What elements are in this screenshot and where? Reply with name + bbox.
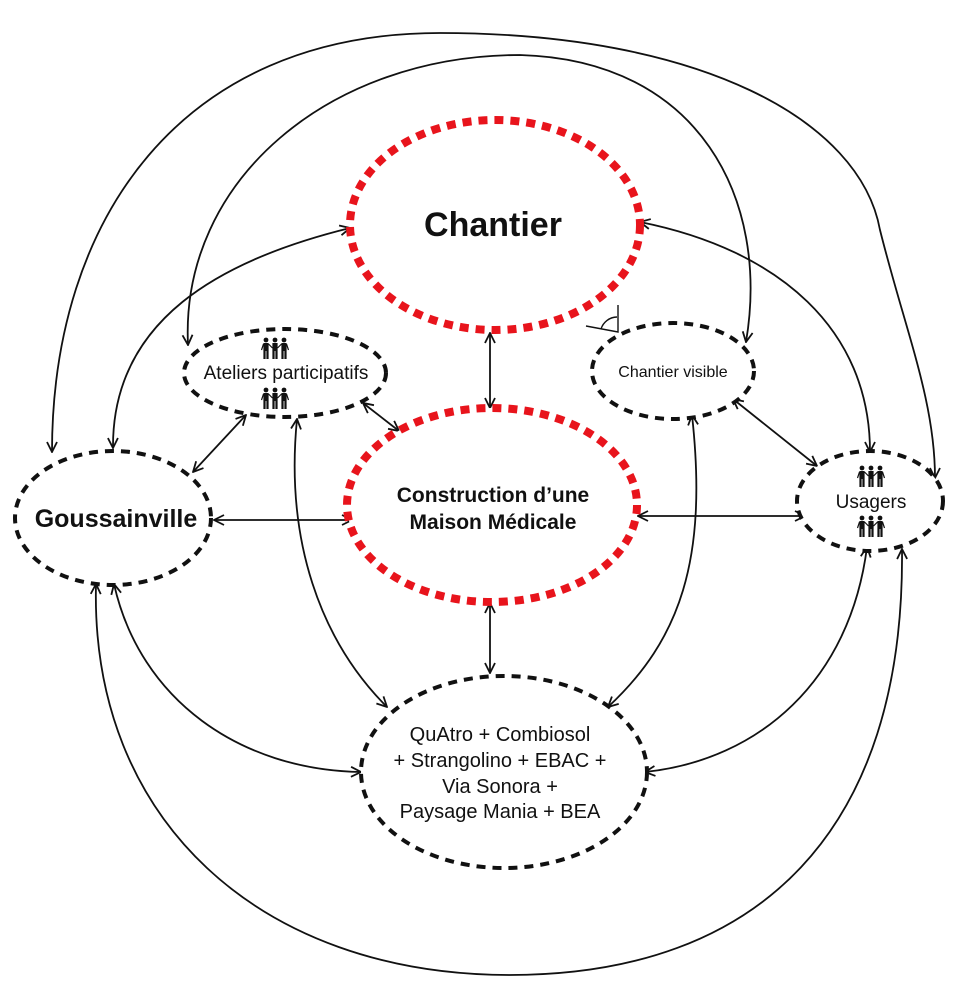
- nodes-layer: Chantier Construction d’une Maison Médic…: [13, 116, 945, 870]
- node-chantier-border: [346, 116, 644, 334]
- edge-goussainville-usagers-outer-bottom: [96, 549, 902, 976]
- node-goussainville[interactable]: Goussainville: [13, 449, 213, 587]
- node-chantier-label: Chantier: [424, 206, 562, 244]
- node-ateliers-label: Ateliers participatifs: [204, 363, 369, 384]
- edges-layer: [52, 32, 935, 976]
- node-chantier-visible-border: [590, 321, 756, 421]
- node-usagers-label: Usagers: [836, 492, 907, 513]
- node-partners-label-line-1: QuAtro + Combiosol: [410, 724, 591, 746]
- node-goussainville-border: [13, 449, 213, 587]
- node-ateliers-participatifs[interactable]: Ateliers participatifs: [182, 327, 388, 419]
- edge-ateliers-chantier-visible-inner-top: [188, 54, 751, 345]
- edge-usagers-partners: [645, 547, 867, 772]
- edge-chantier-visible-partners: [608, 415, 696, 707]
- node-construction[interactable]: Construction d’une Maison Médicale: [343, 404, 641, 606]
- node-partners-label-line-2: + Strangolino + EBAC +: [394, 750, 607, 772]
- node-usagers[interactable]: Usagers: [795, 449, 945, 553]
- angle-icon: [585, 305, 619, 333]
- edge-ateliers-goussainville: [193, 415, 246, 472]
- edge-goussainville-partners: [114, 584, 361, 772]
- node-usagers-border: [795, 449, 945, 553]
- node-chantier-visible-label: Chantier visible: [618, 364, 727, 381]
- edge-goussainville-usagers-outer-top: [52, 32, 935, 478]
- edge-chantier-visible-usagers: [733, 399, 817, 466]
- node-construction-border: [343, 404, 641, 606]
- node-chantier[interactable]: Chantier: [346, 116, 644, 334]
- edge-chantier-goussainville: [113, 228, 350, 448]
- node-partners-label-line-3: Via Sonora +: [442, 776, 558, 798]
- edge-chantier-usagers: [640, 222, 870, 452]
- node-partners[interactable]: QuAtro + Combiosol + Strangolino + EBAC …: [359, 674, 649, 870]
- node-goussainville-label: Goussainville: [35, 505, 198, 533]
- node-ateliers-border: [182, 327, 388, 419]
- node-construction-label-line-1: Construction d’une: [397, 484, 590, 507]
- node-partners-border: [359, 674, 649, 870]
- node-chantier-visible[interactable]: Chantier visible: [590, 321, 756, 421]
- node-construction-label-line-2: Maison Médicale: [410, 511, 577, 534]
- node-partners-label-line-4: Paysage Mania + BEA: [400, 801, 601, 823]
- edge-ateliers-construction: [363, 403, 399, 431]
